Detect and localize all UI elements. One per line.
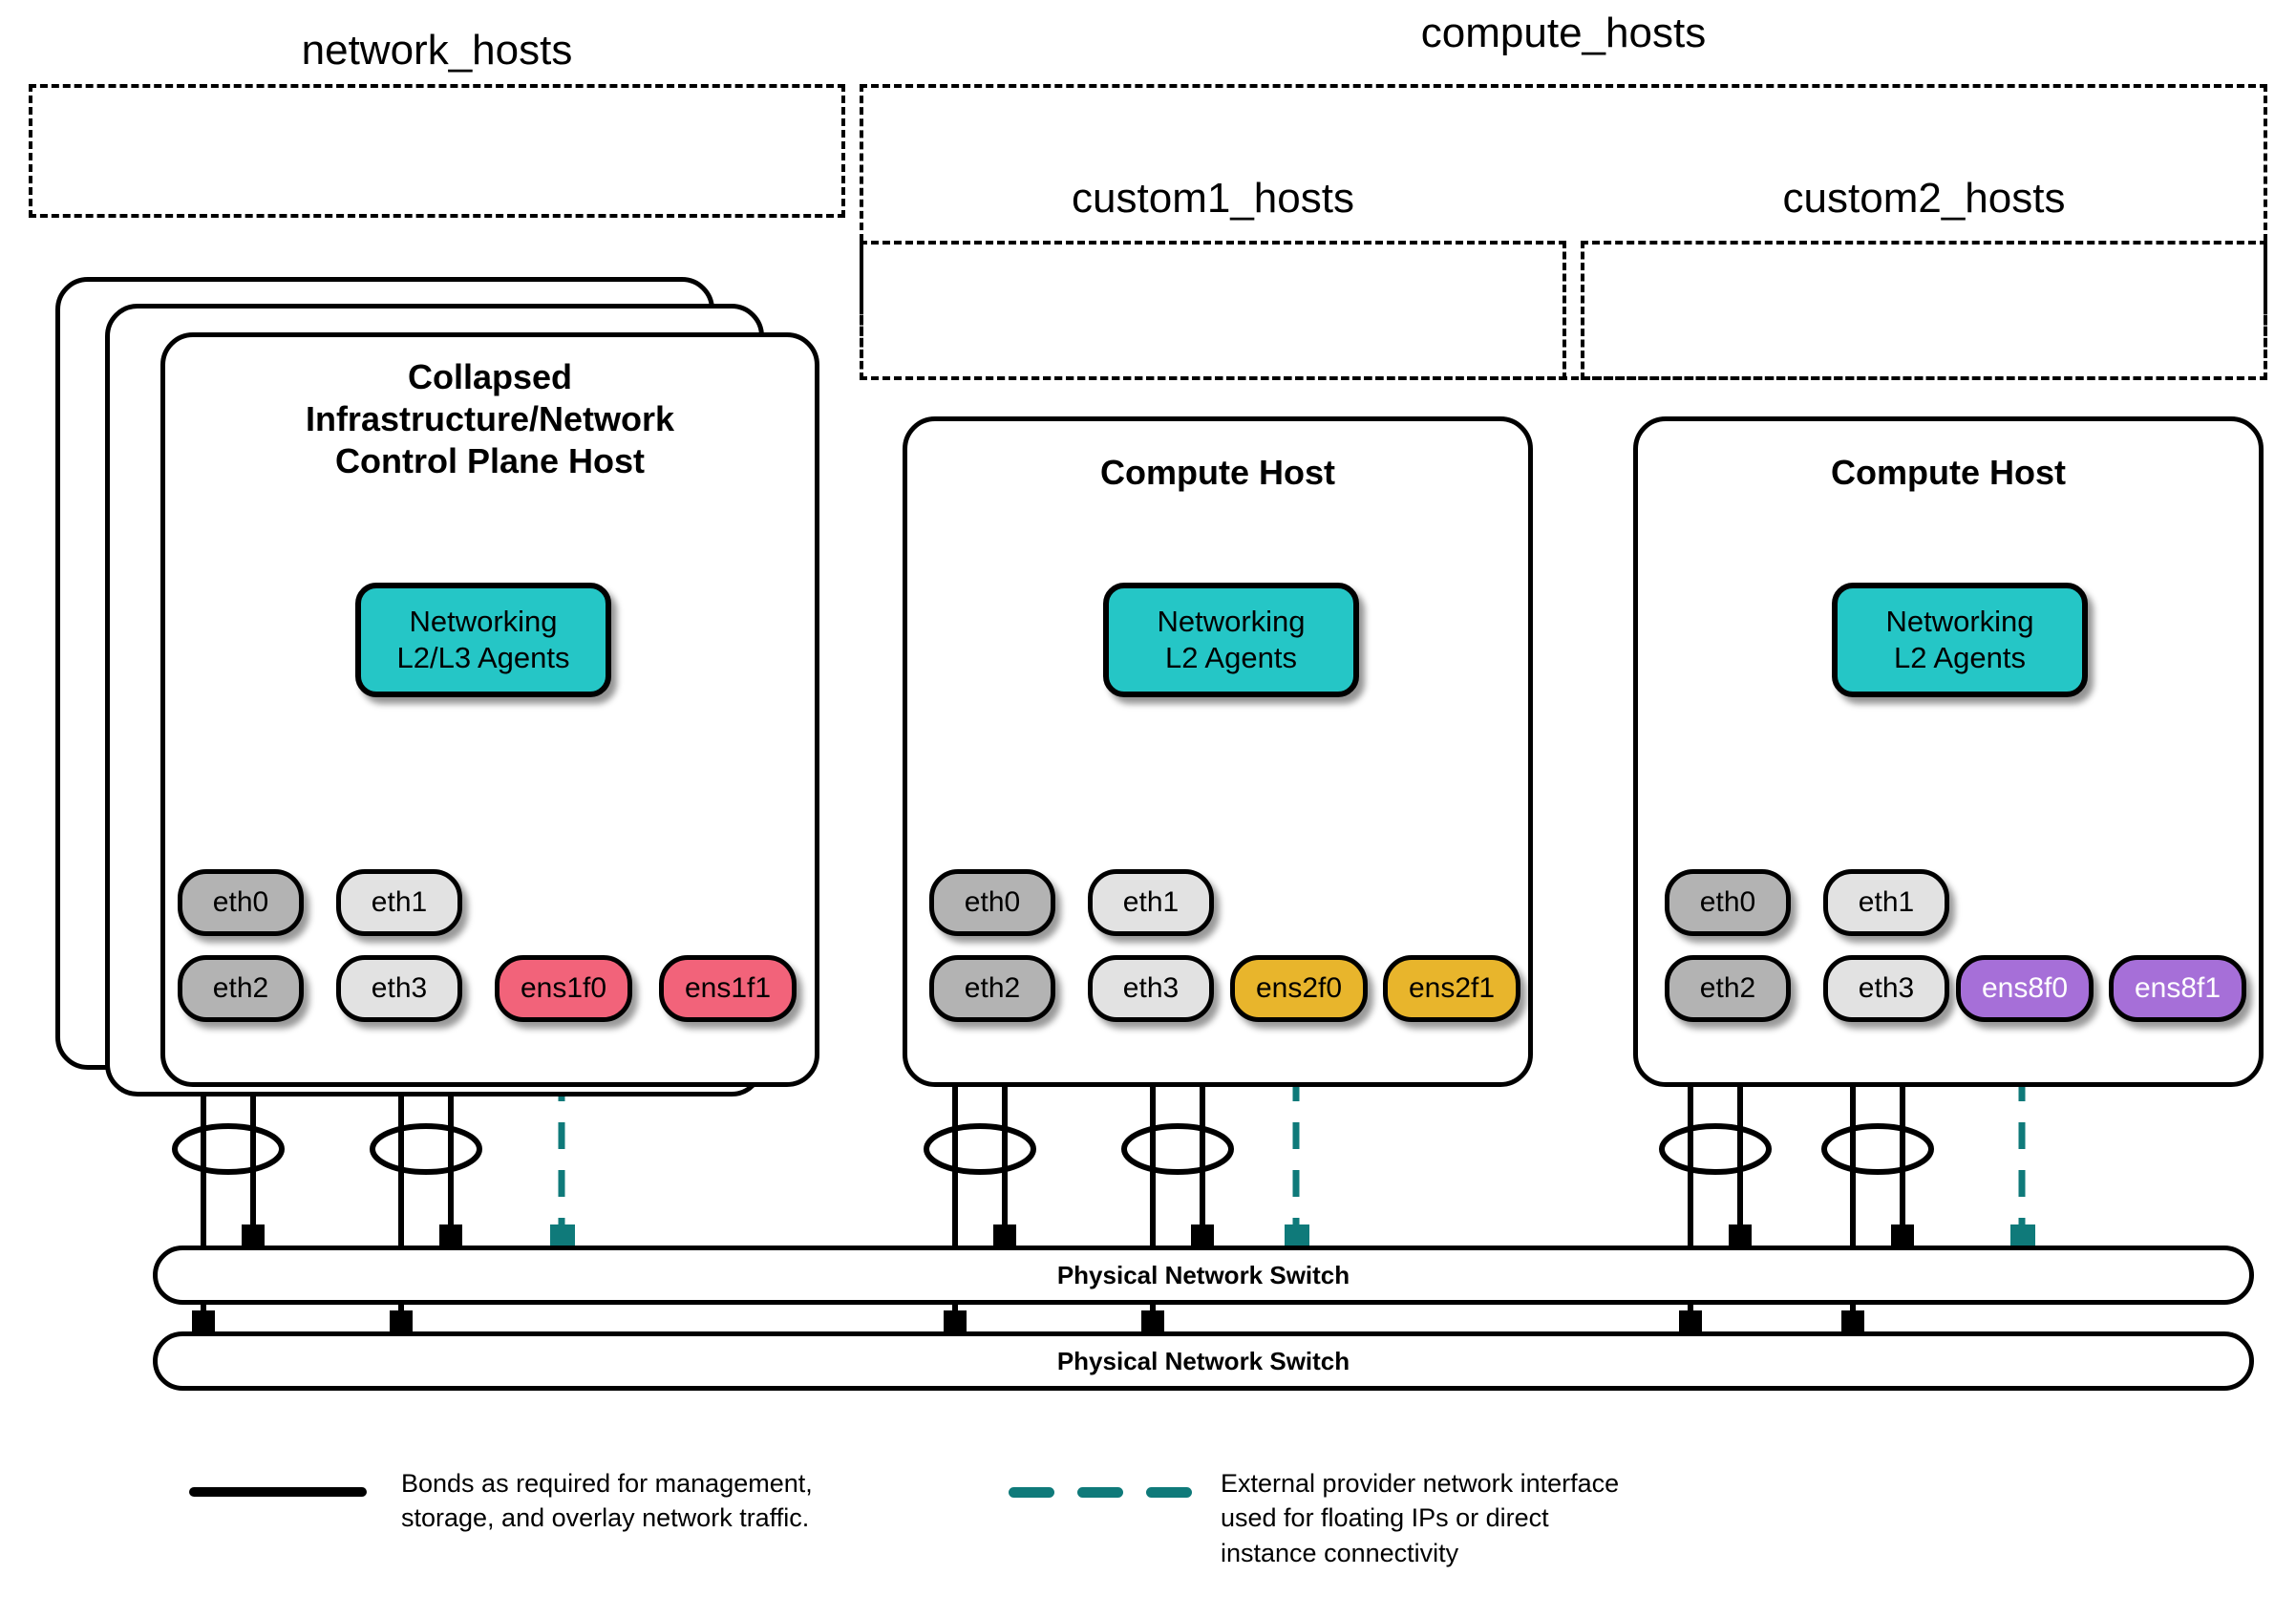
- nic-label: eth3: [1858, 972, 1915, 1004]
- group-box-custom2-hosts: [1581, 241, 2267, 380]
- nic-host3-ens8f0[interactable]: ens8f0: [1956, 955, 2094, 1022]
- switch-label: Physical Network Switch: [1056, 1346, 1350, 1375]
- nic-label: ens1f1: [684, 972, 772, 1004]
- legend-swatch-provider-seg3: [1146, 1487, 1192, 1498]
- nic-host2-ens2f0[interactable]: ens2f0: [1230, 955, 1368, 1022]
- nic-host1-eth1[interactable]: eth1: [336, 869, 462, 936]
- group-label-compute-hosts: compute_hosts: [1420, 10, 1707, 56]
- nic-label: eth2: [212, 972, 269, 1004]
- nic-host2-ens2f1[interactable]: ens2f1: [1383, 955, 1520, 1022]
- agent-box-l2-compute1[interactable]: Networking L2 Agents: [1103, 583, 1359, 697]
- nic-label: eth1: [1858, 886, 1915, 918]
- physical-network-switch-top[interactable]: Physical Network Switch: [153, 1246, 2254, 1305]
- nic-host3-ens8f1[interactable]: ens8f1: [2109, 955, 2246, 1022]
- nic-host2-eth3[interactable]: eth3: [1088, 955, 1214, 1022]
- agent-label: Networking L2 Agents: [1885, 605, 2034, 674]
- legend-swatch-provider-seg1: [1009, 1487, 1054, 1498]
- group-label-custom1-hosts: custom1_hosts: [1072, 175, 1354, 222]
- agent-box-l2-compute2[interactable]: Networking L2 Agents: [1832, 583, 2088, 697]
- nic-label: eth3: [371, 972, 428, 1004]
- agent-label: Networking L2 Agents: [1157, 605, 1306, 674]
- legend-swatch-bond: [189, 1487, 367, 1497]
- nic-host1-ens1f0[interactable]: ens1f0: [495, 955, 632, 1022]
- agent-label: Networking L2/L3 Agents: [396, 605, 570, 674]
- group-box-custom1-hosts: [860, 241, 1566, 380]
- host-title-control-plane: Collapsed Infrastructure/Network Control…: [305, 357, 675, 480]
- nic-label: eth2: [1699, 972, 1756, 1004]
- nic-host3-eth1[interactable]: eth1: [1823, 869, 1949, 936]
- nic-label: eth1: [1122, 886, 1180, 918]
- legend-text-provider: External provider network interface used…: [1221, 1469, 1620, 1567]
- nic-host2-eth2[interactable]: eth2: [929, 955, 1055, 1022]
- nic-label: eth0: [1699, 886, 1756, 918]
- physical-network-switch-bottom[interactable]: Physical Network Switch: [153, 1331, 2254, 1391]
- nic-label: ens1f0: [520, 972, 607, 1004]
- nic-host1-eth3[interactable]: eth3: [336, 955, 462, 1022]
- nic-host3-eth0[interactable]: eth0: [1665, 869, 1791, 936]
- group-box-network-hosts: [29, 84, 845, 218]
- nic-label: ens8f1: [2134, 972, 2222, 1004]
- nic-label: ens2f0: [1255, 972, 1343, 1004]
- nic-label: ens8f0: [1981, 972, 2069, 1004]
- nic-label: eth0: [212, 886, 269, 918]
- legend-swatch-provider-seg2: [1077, 1487, 1123, 1498]
- nic-label: ens2f1: [1408, 972, 1496, 1004]
- group-label-network-hosts: network_hosts: [301, 27, 573, 74]
- nic-host1-ens1f1[interactable]: ens1f1: [659, 955, 797, 1022]
- host-title-compute-1: Compute Host: [1100, 453, 1335, 492]
- nic-host2-eth1[interactable]: eth1: [1088, 869, 1214, 936]
- nic-host1-eth0[interactable]: eth0: [178, 869, 304, 936]
- nic-label: eth3: [1122, 972, 1180, 1004]
- group-label-custom2-hosts: custom2_hosts: [1782, 175, 2066, 222]
- nic-host3-eth3[interactable]: eth3: [1823, 955, 1949, 1022]
- switch-label: Physical Network Switch: [1056, 1260, 1350, 1289]
- agent-box-l2l3[interactable]: Networking L2/L3 Agents: [355, 583, 611, 697]
- nic-label: eth0: [964, 886, 1021, 918]
- nic-host2-eth0[interactable]: eth0: [929, 869, 1055, 936]
- nic-host3-eth2[interactable]: eth2: [1665, 955, 1791, 1022]
- nic-host1-eth2[interactable]: eth2: [178, 955, 304, 1022]
- legend-text-bond: Bonds as required for management, storag…: [401, 1469, 813, 1533]
- nic-label: eth1: [371, 886, 428, 918]
- nic-label: eth2: [964, 972, 1021, 1004]
- host-title-compute-2: Compute Host: [1831, 453, 2066, 492]
